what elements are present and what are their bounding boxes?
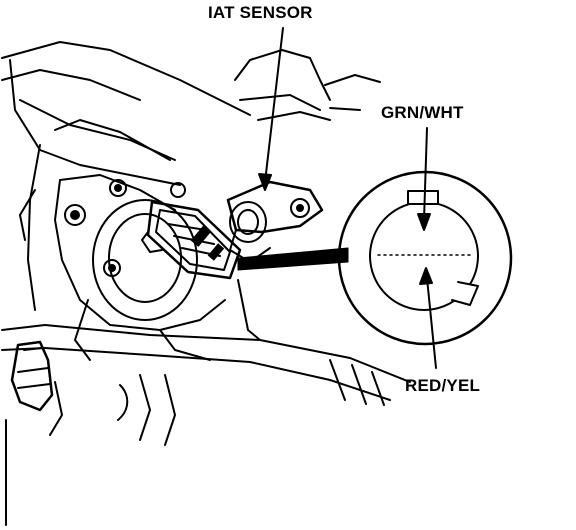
hose-clamp xyxy=(12,342,52,410)
grn-wht-wire-label: GRN/WHT xyxy=(381,103,464,122)
red-yel-wire-label: RED/YEL xyxy=(405,376,481,395)
engine-outline xyxy=(2,42,380,310)
hoses xyxy=(2,280,410,445)
throttle-body xyxy=(55,175,225,360)
callout-arrows xyxy=(259,28,436,368)
iat-sensor-label: IAT SENSOR xyxy=(208,3,313,22)
iat-sensor-body xyxy=(228,182,322,262)
sensor-connector xyxy=(142,202,240,278)
detail-pointer xyxy=(238,248,348,270)
